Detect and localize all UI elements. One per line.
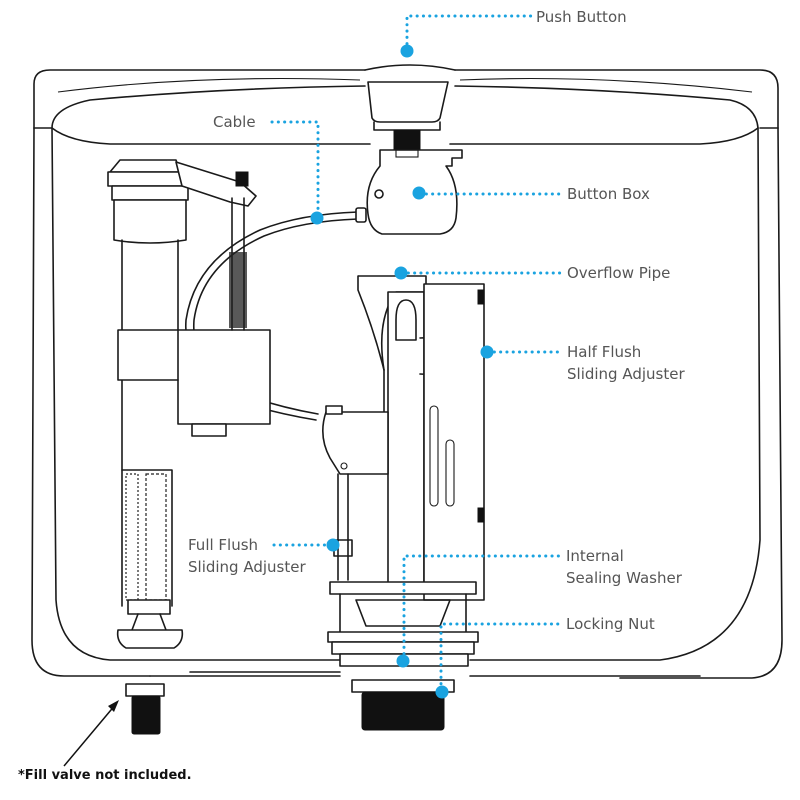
label-cable: Cable (213, 113, 256, 131)
label-half-flush-line1: Half Flush (567, 343, 642, 361)
leader-dots (310, 44, 494, 699)
footnote-arrow (63, 700, 119, 767)
leader-push-button (405, 14, 534, 52)
callout-dot-locking-nut (435, 685, 449, 699)
callout-dot-overflow-pipe (394, 266, 408, 280)
footnote: *Fill valve not included. (18, 768, 192, 783)
flush-valve (322, 275, 485, 731)
callout-dot-half-flush (480, 345, 494, 359)
callout-dot-button-box (412, 186, 426, 200)
label-half-flush-adjuster: Half Flush Sliding Adjuster (567, 341, 685, 385)
push-button-assembly (367, 81, 449, 151)
label-full-flush-line2: Sliding Adjuster (188, 558, 306, 576)
label-full-flush-line1: Full Flush (188, 536, 259, 554)
leader-internal-washer (402, 554, 564, 662)
label-push-button: Push Button (536, 8, 627, 26)
cistern-tank (31, 64, 783, 679)
leader-lines (270, 14, 564, 692)
callout-dot-cable (310, 211, 324, 225)
label-full-flush-adjuster: Full Flush Sliding Adjuster (188, 534, 306, 578)
callout-dot-internal-washer (396, 654, 410, 668)
label-overflow-pipe: Overflow Pipe (567, 264, 671, 282)
label-half-flush-line2: Sliding Adjuster (567, 365, 685, 383)
label-locking-nut: Locking Nut (566, 615, 655, 633)
fill-valve (107, 159, 271, 735)
callout-dot-push-button (400, 44, 414, 58)
label-internal-washer-line2: Sealing Washer (566, 569, 682, 587)
leader-cable (270, 120, 320, 218)
callout-dot-full-flush (326, 538, 340, 552)
label-internal-sealing-washer: Internal Sealing Washer (566, 545, 682, 589)
label-button-box: Button Box (567, 185, 650, 203)
label-internal-washer-line1: Internal (566, 547, 624, 565)
